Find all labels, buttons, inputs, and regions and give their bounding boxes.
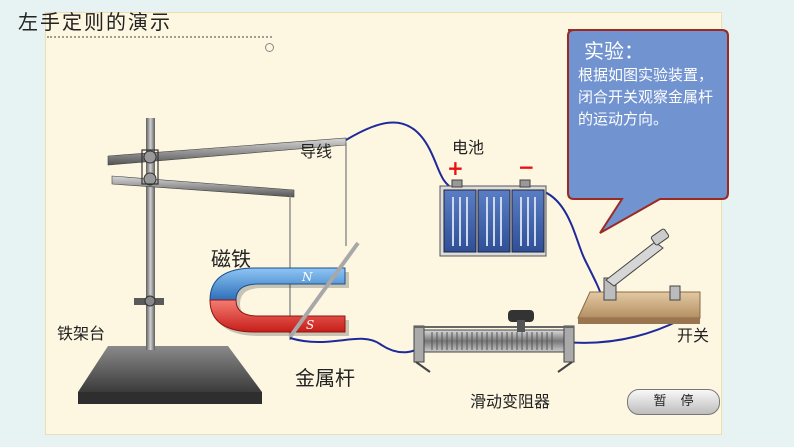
label-north-pole: N (302, 270, 313, 284)
title-underline (47, 36, 272, 38)
stand-clamp (134, 295, 164, 307)
stand-base (78, 346, 262, 404)
callout-text: 实验： 根据如图实验装置，闭合开关观察金属杆的运动方向。 (578, 38, 720, 130)
callout-heading: 实验： (584, 39, 644, 63)
battery (439, 179, 547, 257)
horseshoe-magnet (209, 267, 349, 336)
label-wire: 导线 (300, 142, 333, 161)
label-rheostat: 滑动变阻器 (470, 392, 551, 411)
label-switch: 开关 (677, 326, 710, 345)
callout-body: 根据如图实验装置，闭合开关观察金属杆的运动方向。 (578, 66, 714, 128)
metal-rod (288, 241, 360, 339)
label-stand: 铁架台 (57, 324, 106, 343)
page-title: 左手定则的演示 (18, 10, 172, 34)
label-metal-rod: 金属杆 (295, 366, 355, 390)
label-battery: 电池 (452, 138, 485, 157)
pause-button[interactable]: 暂停 (627, 389, 720, 415)
knife-switch (577, 228, 701, 324)
lower-arm (111, 175, 295, 198)
title-underline-end (265, 43, 274, 52)
label-magnet: 磁铁 (211, 247, 251, 271)
battery-minus-sign: − (518, 155, 535, 179)
label-south-pole: S (306, 318, 315, 332)
callout-bubble (567, 29, 729, 234)
battery-plus-sign: + (447, 156, 464, 180)
rheostat (413, 310, 575, 373)
stand-rod (146, 118, 155, 350)
